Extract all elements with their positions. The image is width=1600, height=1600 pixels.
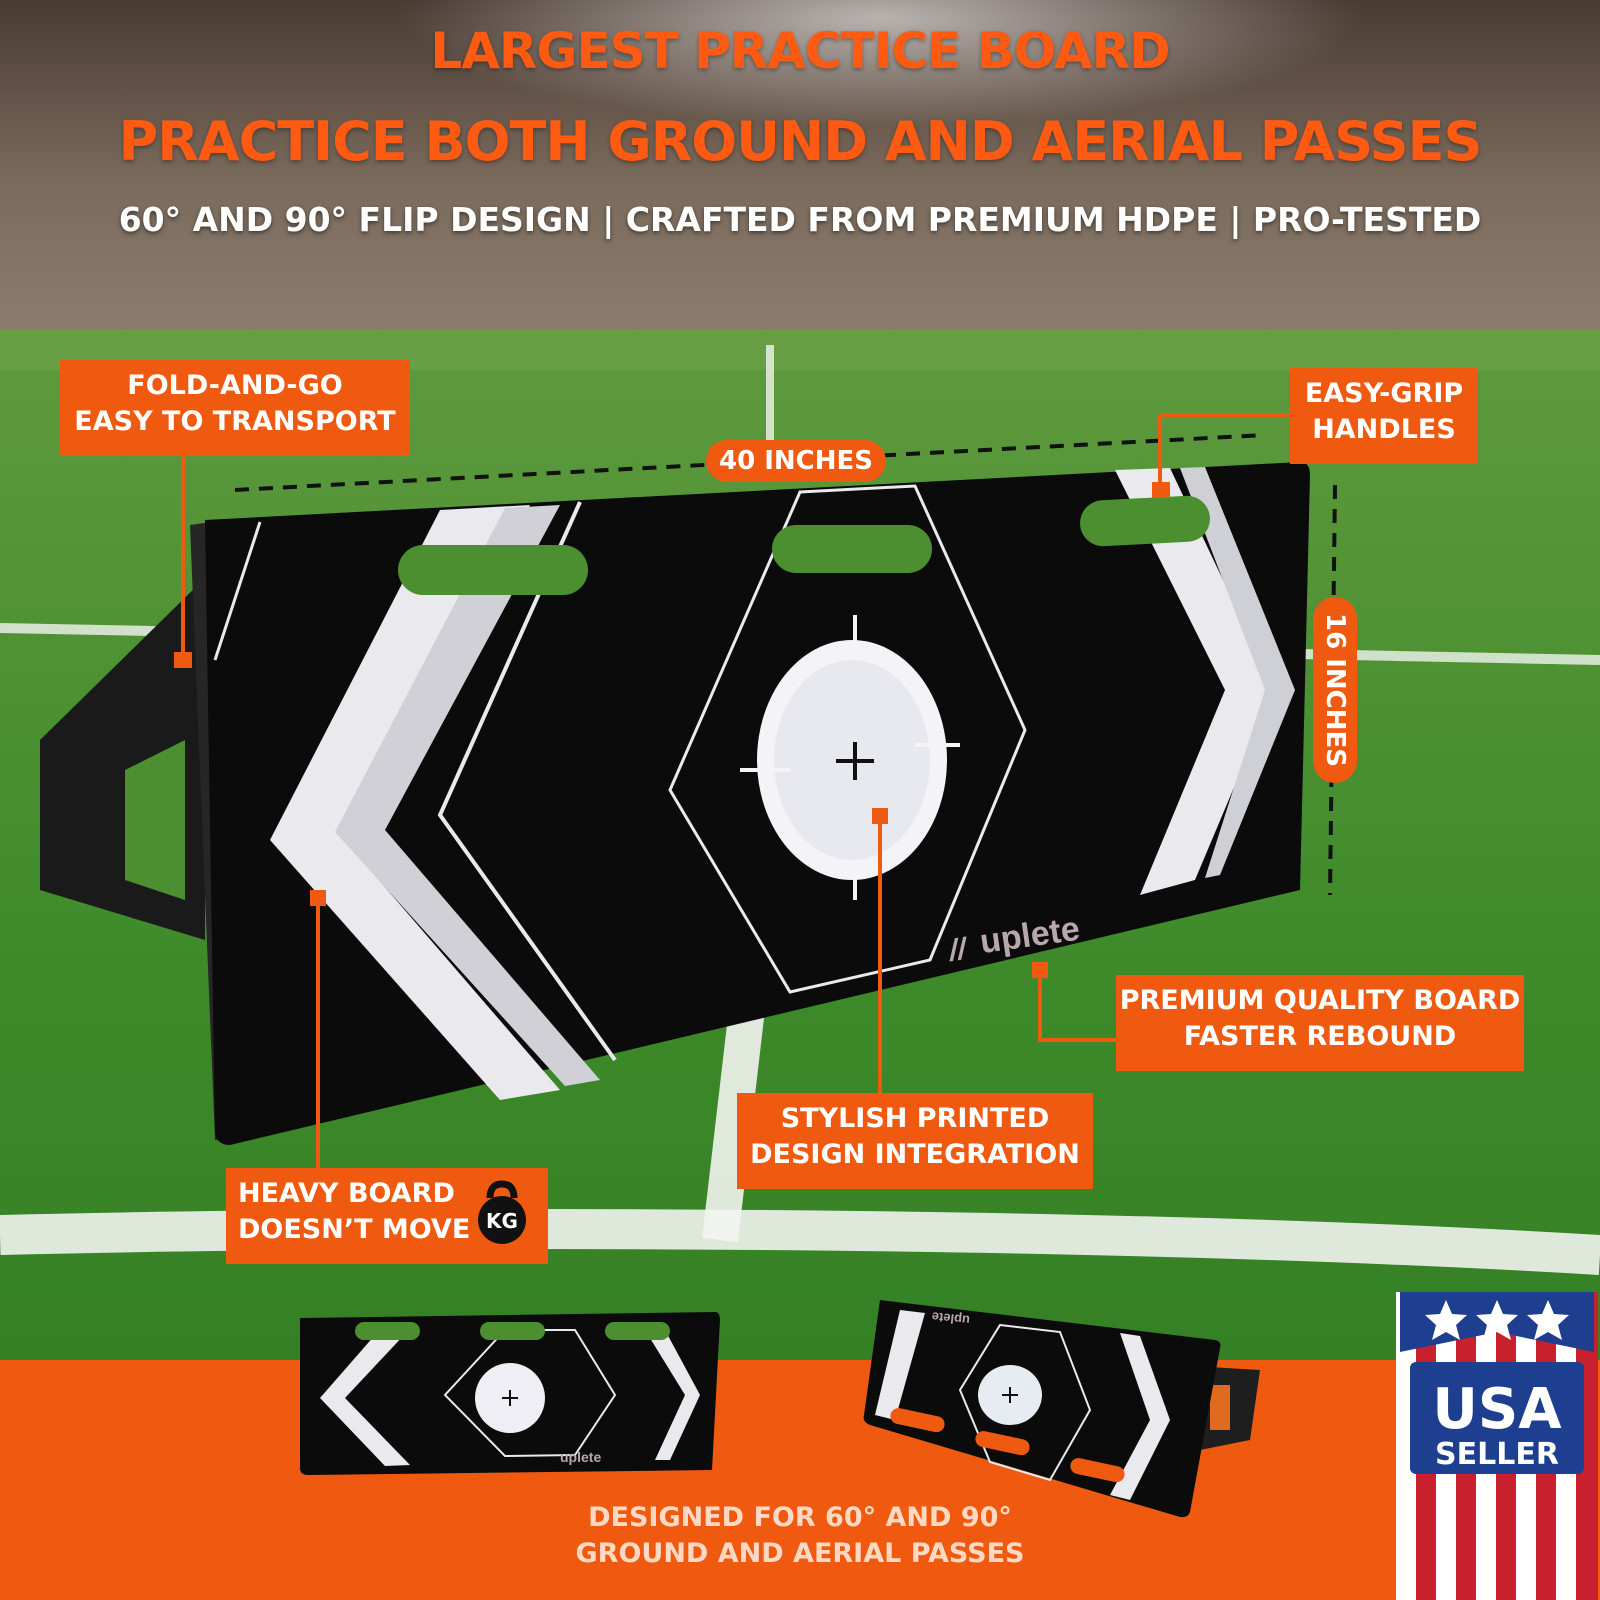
callout-grip-line-1: EASY-GRIP — [1304, 378, 1464, 409]
callout-fold-line-2: EASY TO TRANSPORT — [74, 406, 396, 437]
callout-fold-line-1: FOLD-AND-GO — [127, 370, 343, 401]
board-handle-right — [1080, 495, 1210, 547]
board-chevron-left-inner — [335, 505, 600, 1086]
board-chevron-left-line-2 — [213, 521, 262, 661]
board-hexagon — [668, 484, 1027, 994]
heavy-anchor — [310, 890, 326, 906]
kettlebell-icon: KG — [478, 1180, 526, 1244]
mini-board-flat: uplete — [300, 1312, 720, 1475]
callout-premium-line-2: FASTER REBOUND — [1183, 1021, 1457, 1052]
headline-line-2: PRACTICE BOTH GROUND AND AERIAL PASSES — [118, 110, 1483, 173]
board-handle-left — [398, 545, 588, 595]
callout-heavy-line-1: HEAVY BOARD — [238, 1178, 455, 1209]
bottom-orange-band — [0, 1360, 1600, 1600]
callout-fold-and-go: FOLD-AND-GO EASY TO TRANSPORT — [60, 360, 410, 456]
badge-line-2: SELLER — [1435, 1437, 1559, 1472]
board-chevron-right-outer — [1115, 468, 1275, 895]
star-icon — [1425, 1300, 1569, 1340]
bottom-caption-line-2: GROUND AND AERIAL PASSES — [575, 1538, 1025, 1569]
board-chevron-left-line — [437, 501, 617, 1062]
bottom-caption: DESIGNED FOR 60° AND 90° GROUND AND AERI… — [500, 1500, 1100, 1572]
mini-board-angled-logo: uplete — [931, 1309, 971, 1328]
feature-subline: 60° AND 90° FLIP DESIGN | CRAFTED FROM P… — [118, 200, 1482, 239]
callout-stylish-line-1: STYLISH PRINTED — [780, 1103, 1050, 1134]
badge-line-1: USA — [1432, 1377, 1562, 1442]
mini-board-logo: uplete — [560, 1449, 601, 1465]
board-target — [740, 615, 960, 900]
badge-panel — [1410, 1362, 1584, 1474]
board-handle-center — [772, 525, 932, 573]
headline-line-1: LARGEST PRACTICE BOARD — [430, 22, 1170, 80]
premium-anchor — [1032, 962, 1048, 978]
callout-stylish-design: STYLISH PRINTED DESIGN INTEGRATION — [737, 1093, 1093, 1189]
fold-anchor — [174, 652, 192, 668]
stylish-anchor — [872, 808, 888, 824]
callout-grip-line-2: HANDLES — [1312, 414, 1456, 445]
grip-anchor — [1152, 482, 1170, 498]
callout-stylish-line-2: DESIGN INTEGRATION — [750, 1139, 1080, 1170]
callout-premium-quality: PREMIUM QUALITY BOARD FASTER REBOUND — [1116, 975, 1524, 1071]
callout-easy-grip: EASY-GRIP HANDLES — [1290, 368, 1478, 464]
grip-leader — [1158, 413, 1290, 490]
kettlebell-label: KG — [486, 1209, 518, 1233]
premium-leader — [1038, 970, 1120, 1042]
board-chevron-left-outer — [270, 505, 560, 1100]
stand-handle-cutout — [125, 740, 185, 900]
mini-board-angled: uplete — [863, 1300, 1260, 1518]
board-chevron-right-inner — [1180, 467, 1295, 878]
callout-premium-line-1: PREMIUM QUALITY BOARD — [1119, 985, 1521, 1016]
width-dimension-label: 40 INCHES — [706, 440, 886, 482]
height-dimension-label: 16 INCHES — [1313, 597, 1357, 783]
bottom-caption-line-1: DESIGNED FOR 60° AND 90° — [588, 1502, 1012, 1533]
usa-seller-badge: USA SELLER — [1396, 1292, 1598, 1600]
callout-heavy-line-2: DOESN’T MOVE — [238, 1214, 471, 1245]
